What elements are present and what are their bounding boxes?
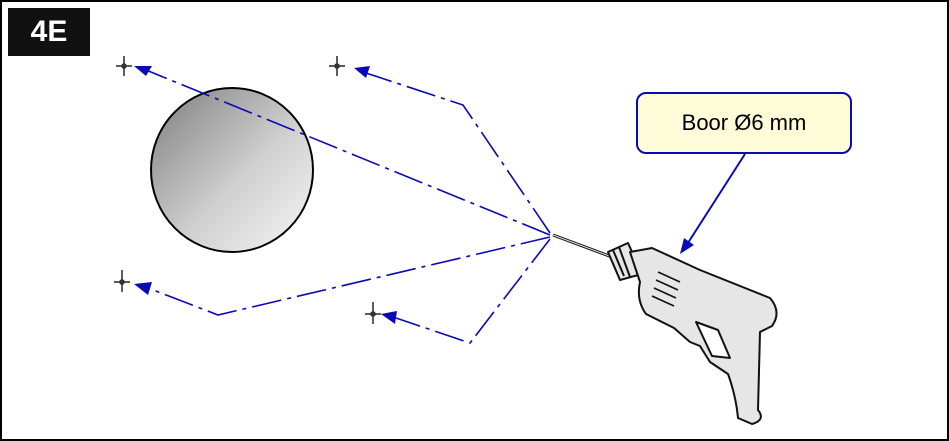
guide-line-bottom-left xyxy=(147,236,551,316)
guide-line-bottom-right xyxy=(395,238,551,344)
drill-icon xyxy=(552,233,778,425)
drill-size-callout: Boor Ø6 mm xyxy=(636,92,852,154)
arrow-icon xyxy=(354,66,370,78)
arrow-icon xyxy=(134,282,152,295)
pipe-circle-icon xyxy=(150,87,314,253)
arrow-icon xyxy=(680,238,694,254)
step-badge: 4E xyxy=(8,8,90,56)
callout-pointer xyxy=(685,153,746,247)
crosshair-icon xyxy=(114,270,130,292)
arrow-icon xyxy=(134,66,152,76)
guide-line-top-right xyxy=(365,72,551,234)
crosshair-icon xyxy=(365,302,381,324)
arrow-icon xyxy=(381,311,397,324)
crosshair-icon xyxy=(116,56,132,76)
crosshair-icon xyxy=(329,56,345,76)
guide-line-top-left xyxy=(145,69,551,236)
